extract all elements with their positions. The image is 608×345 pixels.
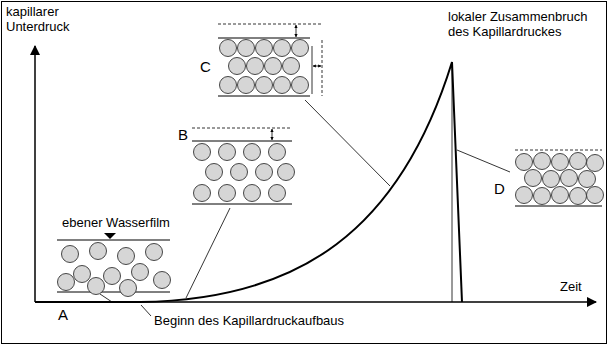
soil-particle xyxy=(274,77,291,94)
soil-particle xyxy=(525,170,542,187)
soil-particle xyxy=(247,58,264,75)
former-side-boundary xyxy=(322,40,323,96)
soil-particle xyxy=(74,266,91,283)
annotation: Beginn des Kapillardruckaufbaus xyxy=(154,314,344,329)
soil-particle xyxy=(516,154,533,171)
soil-particle xyxy=(244,185,261,202)
soil-particle xyxy=(587,187,604,204)
soil-particle xyxy=(90,243,107,260)
shrinkage-arrow xyxy=(313,66,321,67)
leader-line xyxy=(141,305,151,316)
soil-particle xyxy=(256,77,273,94)
soil-particle xyxy=(265,58,282,75)
soil-particle xyxy=(219,144,236,161)
soil-particle xyxy=(570,153,587,170)
soil-particle xyxy=(244,144,261,161)
base-line xyxy=(192,204,292,205)
soil-particle xyxy=(534,188,551,205)
base-line xyxy=(515,206,602,207)
water-level xyxy=(515,150,602,151)
annotation: lokaler Zusammenbruch des Kapillardrucke… xyxy=(448,10,600,40)
water-film xyxy=(218,38,310,39)
soil-particle xyxy=(278,164,295,181)
base-line xyxy=(218,96,310,97)
soil-particle xyxy=(570,188,587,205)
collapse-marker xyxy=(452,62,453,302)
soil-particle xyxy=(219,185,236,202)
particle-group xyxy=(58,40,604,297)
leader-line xyxy=(100,294,112,302)
soil-particle xyxy=(58,274,75,291)
leader-line xyxy=(457,150,510,172)
soil-particle xyxy=(256,40,273,57)
soil-particle xyxy=(292,40,309,57)
soil-particle xyxy=(88,278,105,295)
soil-particle xyxy=(561,170,578,187)
soil-particle xyxy=(104,268,121,285)
soil-particle xyxy=(269,185,286,202)
soil-particle xyxy=(220,40,237,57)
axis-label: kapillarer Unterdruck xyxy=(6,5,86,35)
soil-particle xyxy=(238,77,255,94)
soil-particle xyxy=(146,244,163,261)
soil-particle xyxy=(194,144,211,161)
y-axis xyxy=(34,46,36,302)
soil-particle xyxy=(292,77,309,94)
soil-particle xyxy=(543,171,560,188)
stage-letter: B xyxy=(178,126,188,143)
stage-letter: A xyxy=(58,306,68,323)
soil-particle xyxy=(516,187,533,204)
settlement-arrow xyxy=(296,25,297,37)
water-film xyxy=(57,240,170,241)
former-water-level xyxy=(218,24,322,25)
side-boundary xyxy=(312,46,313,94)
annotation: ebener Wasserfilm xyxy=(62,216,170,231)
soil-particle xyxy=(120,280,137,297)
stage-letter: C xyxy=(200,58,211,75)
soil-particle xyxy=(118,248,135,265)
settlement-arrow xyxy=(272,129,273,140)
soil-particle xyxy=(269,144,286,161)
soil-particle xyxy=(274,40,291,57)
axis-label: Zeit xyxy=(560,280,582,295)
soil-particle xyxy=(231,164,248,181)
soil-particle xyxy=(132,264,149,281)
leader-line xyxy=(186,208,230,298)
soil-particle xyxy=(206,164,223,181)
water-level-marker xyxy=(104,233,116,239)
soil-particle xyxy=(194,185,211,202)
former-water-level xyxy=(192,128,292,129)
soil-particle xyxy=(229,58,246,75)
soil-particle xyxy=(587,155,604,172)
pressure-curve xyxy=(35,62,462,302)
soil-particle xyxy=(579,171,596,188)
soil-particle xyxy=(62,246,79,263)
soil-particle xyxy=(154,272,171,289)
soil-particle xyxy=(256,164,273,181)
soil-particle xyxy=(534,153,551,170)
base-line xyxy=(57,292,170,293)
soil-particle xyxy=(552,187,569,204)
soil-particle xyxy=(283,58,300,75)
soil-particle xyxy=(552,154,569,171)
soil-particle xyxy=(238,40,255,57)
leader-line xyxy=(305,100,390,186)
water-film xyxy=(192,141,292,142)
soil-particle xyxy=(220,77,237,94)
stage-letter: D xyxy=(494,180,505,197)
